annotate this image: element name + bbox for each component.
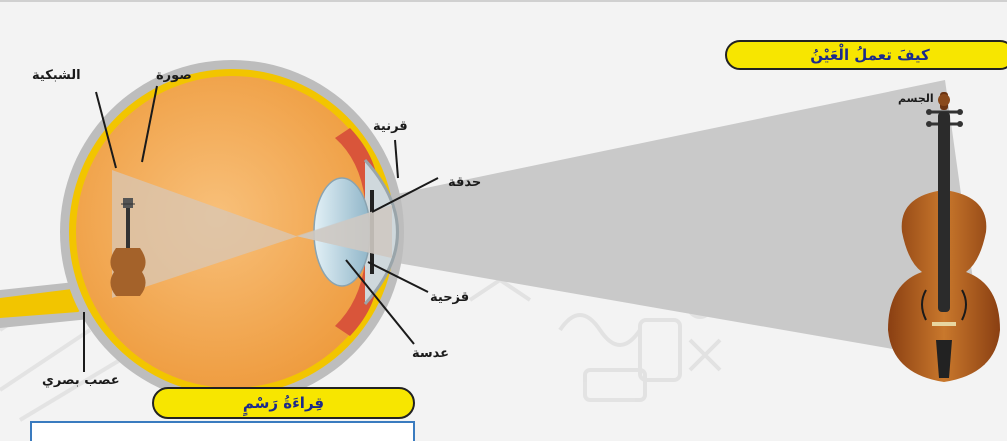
label-cornea: قرنية	[373, 119, 408, 134]
label-optic-nerve: عصب بصري	[42, 373, 120, 388]
page-title: كيفَ تعملُ الْعَيْنُ	[725, 40, 1007, 70]
section-heading: قِراءَةُ رَسْمٍ	[152, 387, 415, 419]
text-box-top	[30, 421, 415, 441]
label-pupil: حدقة	[448, 175, 481, 190]
label-image: صورة	[156, 68, 192, 83]
label-lens: عدسة	[412, 346, 449, 361]
label-iris: قزحية	[430, 290, 469, 305]
label-object: الجسم	[898, 92, 934, 105]
label-retina: الشبكية	[32, 68, 81, 83]
